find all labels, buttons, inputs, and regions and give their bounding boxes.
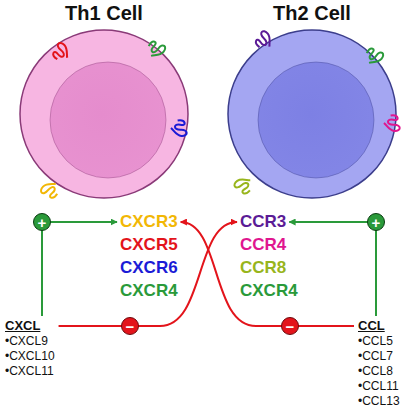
sign-badge: +: [33, 213, 51, 231]
cell-title: Th2 Cell: [226, 2, 398, 24]
receptor: CXCR4: [240, 281, 298, 301]
group-item: •CCL8: [358, 364, 400, 379]
receptor-symbol: [39, 179, 61, 201]
receptor-symbol: [170, 120, 187, 137]
receptor: CXCR6: [120, 258, 178, 278]
receptor-node: CXCR5: [120, 235, 178, 255]
receptor: CCR8: [240, 258, 286, 278]
receptor: CCR4: [240, 235, 286, 255]
group-item: •CXCL11: [5, 364, 55, 379]
receptor-node: CCR3: [240, 212, 286, 232]
cell-node: Th1 Cell: [18, 2, 190, 200]
receptor: CXCR4: [120, 281, 178, 301]
receptor-node: CXCR3: [120, 212, 178, 232]
receptor-symbol: [383, 115, 400, 132]
group-item: •CCL7: [358, 349, 400, 364]
cell-membrane: [20, 30, 188, 198]
chemokine-group: CCL•CCL5•CCL7•CCL8•CCL11•CCL13: [358, 317, 400, 409]
sign-badge: −: [281, 317, 299, 335]
group-item: •CCL5: [358, 334, 400, 349]
receptor-node: CCR8: [240, 258, 286, 278]
group-head: CXCL: [5, 317, 55, 334]
receptor-symbol: [363, 45, 385, 67]
receptor-symbol: [50, 41, 72, 63]
receptor: CCR3: [240, 212, 286, 232]
regulation-arrow: [59, 222, 237, 326]
group-item: •CCL13: [358, 394, 400, 409]
receptor-node: CXCR4: [120, 281, 178, 301]
receptor-symbol: [253, 30, 275, 52]
chemokine-group: CXCL•CXCL9•CXCL10•CXCL11: [5, 317, 55, 379]
receptor-node: CXCR6: [120, 258, 178, 278]
sign-badge: −: [121, 317, 139, 335]
group-item: •CCL11: [358, 379, 400, 394]
sign-badge: +: [367, 213, 385, 231]
receptor: CXCR5: [120, 235, 178, 255]
regulation-arrow: [289, 222, 376, 316]
receptor: CXCR3: [120, 212, 178, 232]
cell-node: Th2 Cell: [226, 2, 398, 200]
cell-nucleus: [258, 62, 374, 178]
regulation-arrow: [42, 222, 117, 316]
group-item: •CXCL10: [5, 349, 55, 364]
group-head: CCL: [358, 317, 400, 334]
receptor-symbol: [145, 38, 167, 60]
receptor-node: CCR4: [240, 235, 286, 255]
cell-membrane: [228, 30, 396, 198]
cell-illustration: [226, 28, 398, 200]
group-item: •CXCL9: [5, 334, 55, 349]
cell-title: Th1 Cell: [18, 2, 190, 24]
cell-illustration: [18, 28, 190, 200]
receptor-symbol: [233, 175, 255, 197]
receptor-node: CXCR4: [240, 281, 298, 301]
regulation-arrow: [181, 222, 354, 326]
cell-nucleus: [50, 62, 166, 178]
